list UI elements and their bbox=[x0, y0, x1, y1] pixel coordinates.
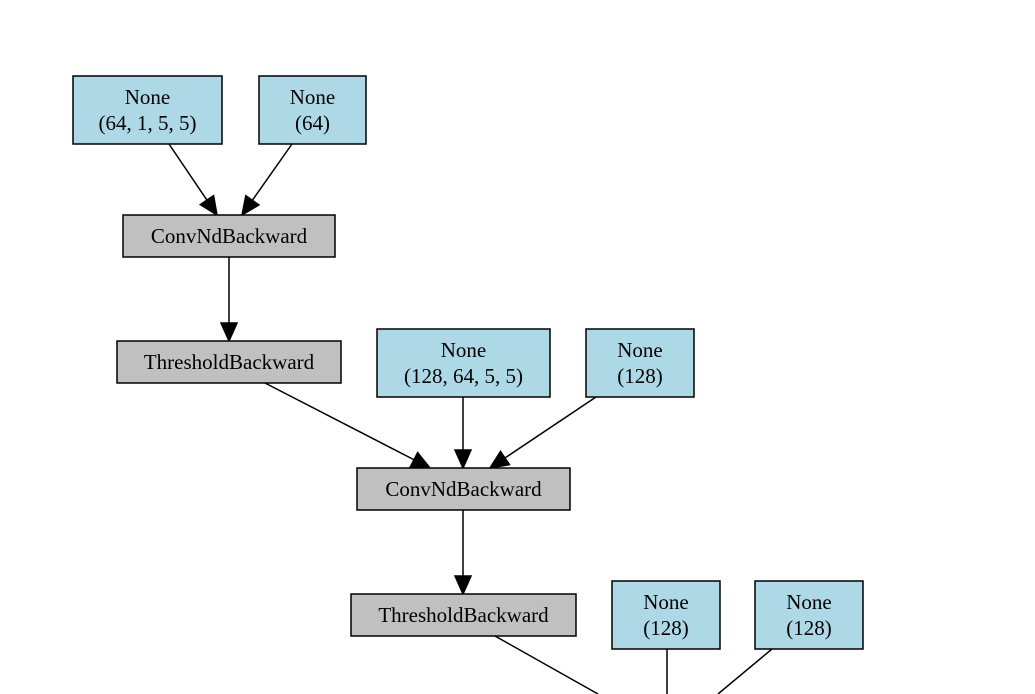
nodes-layer: None(64, 1, 5, 5)None(64)ConvNdBackwardT… bbox=[72, 75, 864, 650]
edge-conv2-to-thr2 bbox=[453, 510, 473, 596]
node-label: None bbox=[290, 85, 336, 109]
edge-p4-to-conv2 bbox=[488, 396, 597, 470]
edge-line bbox=[717, 648, 773, 694]
edge-conv1-to-thr1 bbox=[219, 257, 239, 343]
param-node-p3: None(128, 64, 5, 5) bbox=[376, 328, 551, 398]
node-label: ConvNdBackward bbox=[385, 477, 542, 501]
edge-line bbox=[168, 143, 208, 201]
node-box bbox=[122, 214, 336, 258]
node-shape-label: (128) bbox=[617, 364, 663, 388]
param-node-p4: None(128) bbox=[585, 328, 695, 398]
arrow-head-icon bbox=[240, 194, 261, 217]
node-label: ConvNdBackward bbox=[151, 224, 308, 248]
node-label: ThresholdBackward bbox=[378, 603, 549, 627]
node-label: None bbox=[643, 590, 689, 614]
node-box bbox=[754, 580, 864, 650]
op-node-conv1: ConvNdBackward bbox=[122, 214, 336, 258]
arrow-head-icon bbox=[453, 575, 473, 596]
node-box bbox=[350, 593, 577, 637]
node-box bbox=[72, 75, 223, 145]
node-box bbox=[611, 580, 721, 650]
param-node-p6: None(128) bbox=[754, 580, 864, 650]
node-label: None bbox=[441, 338, 487, 362]
node-shape-label: (64, 1, 5, 5) bbox=[99, 111, 197, 135]
edge-p2-to-conv1 bbox=[240, 143, 293, 217]
op-node-thr2: ThresholdBackward bbox=[350, 593, 577, 637]
edge-p1-to-conv1 bbox=[168, 143, 219, 217]
edge-line bbox=[494, 635, 599, 694]
node-shape-label: (128) bbox=[643, 616, 689, 640]
edge-p6-to-offscreen bbox=[717, 648, 773, 694]
param-node-p2: None(64) bbox=[258, 75, 367, 145]
edge-p3-to-conv2 bbox=[453, 397, 473, 470]
node-label: ThresholdBackward bbox=[144, 350, 315, 374]
node-box bbox=[376, 328, 551, 398]
node-box bbox=[258, 75, 367, 145]
node-label: None bbox=[125, 85, 171, 109]
node-shape-label: (128) bbox=[786, 616, 832, 640]
arrow-head-icon bbox=[488, 449, 511, 470]
node-box bbox=[585, 328, 695, 398]
arrow-head-icon bbox=[198, 194, 219, 217]
op-node-conv2: ConvNdBackward bbox=[356, 467, 571, 511]
node-box bbox=[356, 467, 571, 511]
edge-line bbox=[504, 396, 597, 459]
op-node-thr1: ThresholdBackward bbox=[116, 340, 342, 384]
edge-line bbox=[251, 143, 293, 201]
edge-thr2-to-offscreen bbox=[494, 635, 599, 694]
edges-layer bbox=[168, 143, 773, 694]
edge-line bbox=[264, 382, 415, 461]
arrow-head-icon bbox=[219, 322, 239, 343]
arrow-head-icon bbox=[453, 449, 473, 470]
param-node-p5: None(128) bbox=[611, 580, 721, 650]
node-label: None bbox=[617, 338, 663, 362]
param-node-p1: None(64, 1, 5, 5) bbox=[72, 75, 223, 145]
node-box bbox=[116, 340, 342, 384]
node-label: None bbox=[786, 590, 832, 614]
node-shape-label: (128, 64, 5, 5) bbox=[404, 364, 523, 388]
node-shape-label: (64) bbox=[295, 111, 330, 135]
